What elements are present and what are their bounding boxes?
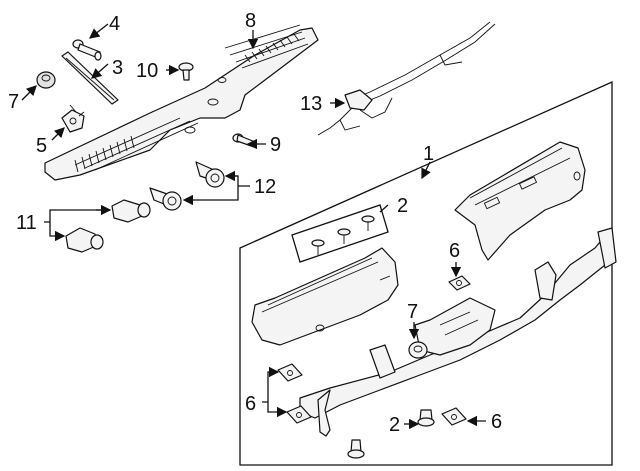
- leader-1: [421, 161, 431, 180]
- callout-7-center: 7: [407, 301, 418, 323]
- leader-4: [88, 23, 109, 39]
- callout-3: 3: [112, 57, 123, 79]
- callout-11: 11: [16, 212, 37, 234]
- callout-8: 8: [245, 10, 256, 32]
- bolt-bottom: [417, 409, 435, 427]
- callout-6-upper: 6: [449, 240, 460, 262]
- callout-6-bottom: 6: [491, 411, 502, 433]
- callout-4: 4: [109, 13, 120, 35]
- clip-nut-left-lower: [286, 405, 312, 424]
- callout-1: 1: [423, 143, 434, 165]
- step-pad: [44, 24, 319, 181]
- bumper-end-right: [454, 141, 586, 261]
- callout-5: 5: [36, 135, 47, 157]
- callout-10: 10: [136, 60, 158, 82]
- push-retainer: [36, 71, 56, 89]
- bolt-stud: [347, 439, 365, 459]
- callout-6-left: 6: [245, 393, 256, 415]
- fastener-box: [291, 204, 389, 263]
- park-sensor-lower: [149, 187, 182, 211]
- retainer-clip: [61, 104, 85, 133]
- bolt-9: [232, 133, 256, 148]
- sensor-housing-lower: [65, 227, 104, 253]
- clip-nut-bottom: [441, 407, 467, 426]
- bumper-frame-bracket: [299, 227, 617, 437]
- callout-12: 12: [254, 176, 276, 198]
- sensor-housing-upper: [111, 199, 151, 223]
- wiring-harness: [317, 21, 496, 136]
- leader-6b: [262, 371, 286, 413]
- step-bracket: [61, 51, 119, 105]
- bumper-end-left: [251, 247, 399, 346]
- leader-5: [51, 127, 65, 141]
- callout-2-upper: 2: [397, 195, 408, 217]
- clip-nut-upper-right: [448, 275, 471, 291]
- fastener-set: [311, 215, 375, 255]
- callout-2-lower: 2: [389, 414, 400, 436]
- clip-nut-left-upper: [277, 363, 303, 382]
- callout-13: 13: [300, 93, 322, 115]
- bolt-4: [72, 39, 102, 61]
- screw-10: [178, 62, 194, 81]
- assembly-frame: [239, 80, 613, 466]
- leader-2a: [379, 204, 389, 213]
- park-sensor-upper: [195, 161, 225, 188]
- callout-7-left: 7: [8, 91, 19, 113]
- leader-3: [91, 63, 109, 79]
- callout-9: 9: [270, 134, 281, 156]
- leader-7a: [21, 85, 37, 101]
